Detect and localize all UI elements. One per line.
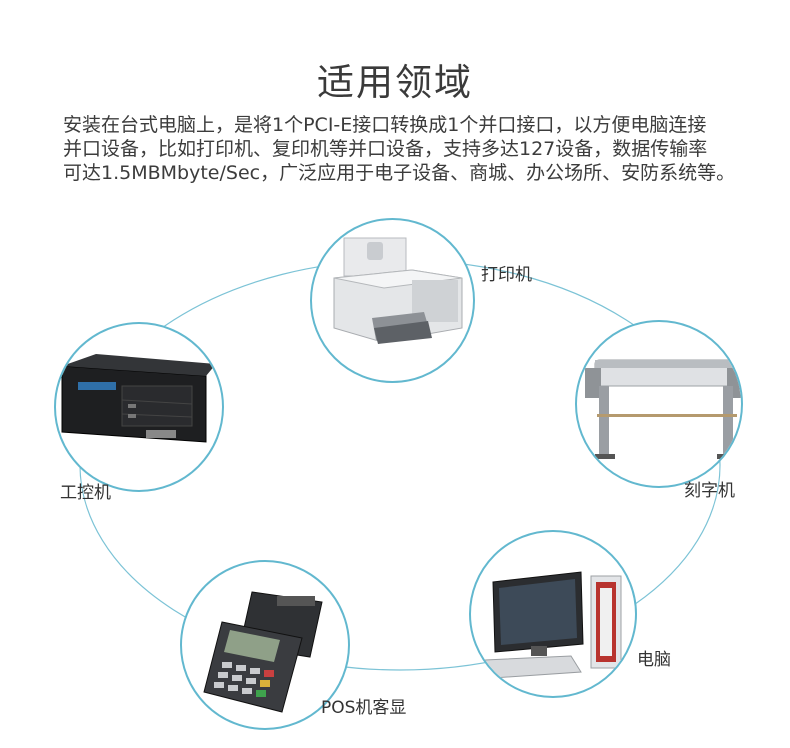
pos-terminal-icon	[203, 591, 323, 713]
cutting-plotter-icon	[585, 359, 741, 459]
industrial-pc-node	[54, 322, 224, 492]
label-pos: POS机客显	[321, 698, 407, 718]
pos-node	[180, 560, 350, 730]
desktop-computer-icon	[484, 571, 622, 679]
label-printer: 打印机	[481, 265, 532, 285]
page-title: 适用领域	[317, 61, 473, 104]
printer-node	[310, 218, 475, 383]
description: 安装在台式电脑上，是将1个PCI-E接口转换成1个并口接口，以方便电脑连接 并口…	[63, 113, 743, 185]
computer-node	[469, 530, 637, 698]
label-industrial-pc: 工控机	[60, 483, 111, 503]
cutting-plotter-node	[575, 320, 743, 488]
label-computer: 电脑	[637, 650, 671, 670]
description-line: 并口设备，比如打印机、复印机等并口设备，支持多达127设备，数据传输率	[63, 138, 708, 160]
description-line: 安装在台式电脑上，是将1个PCI-E接口转换成1个并口接口，以方便电脑连接	[63, 114, 707, 136]
label-cutting-plotter: 刻字机	[684, 481, 735, 501]
printer-icon	[333, 237, 463, 344]
industrial-pc-icon	[61, 354, 216, 443]
description-line: 可达1.5MBMbyte/Sec，广泛应用于电子设备、商城、办公场所、安防系统等…	[63, 162, 736, 184]
